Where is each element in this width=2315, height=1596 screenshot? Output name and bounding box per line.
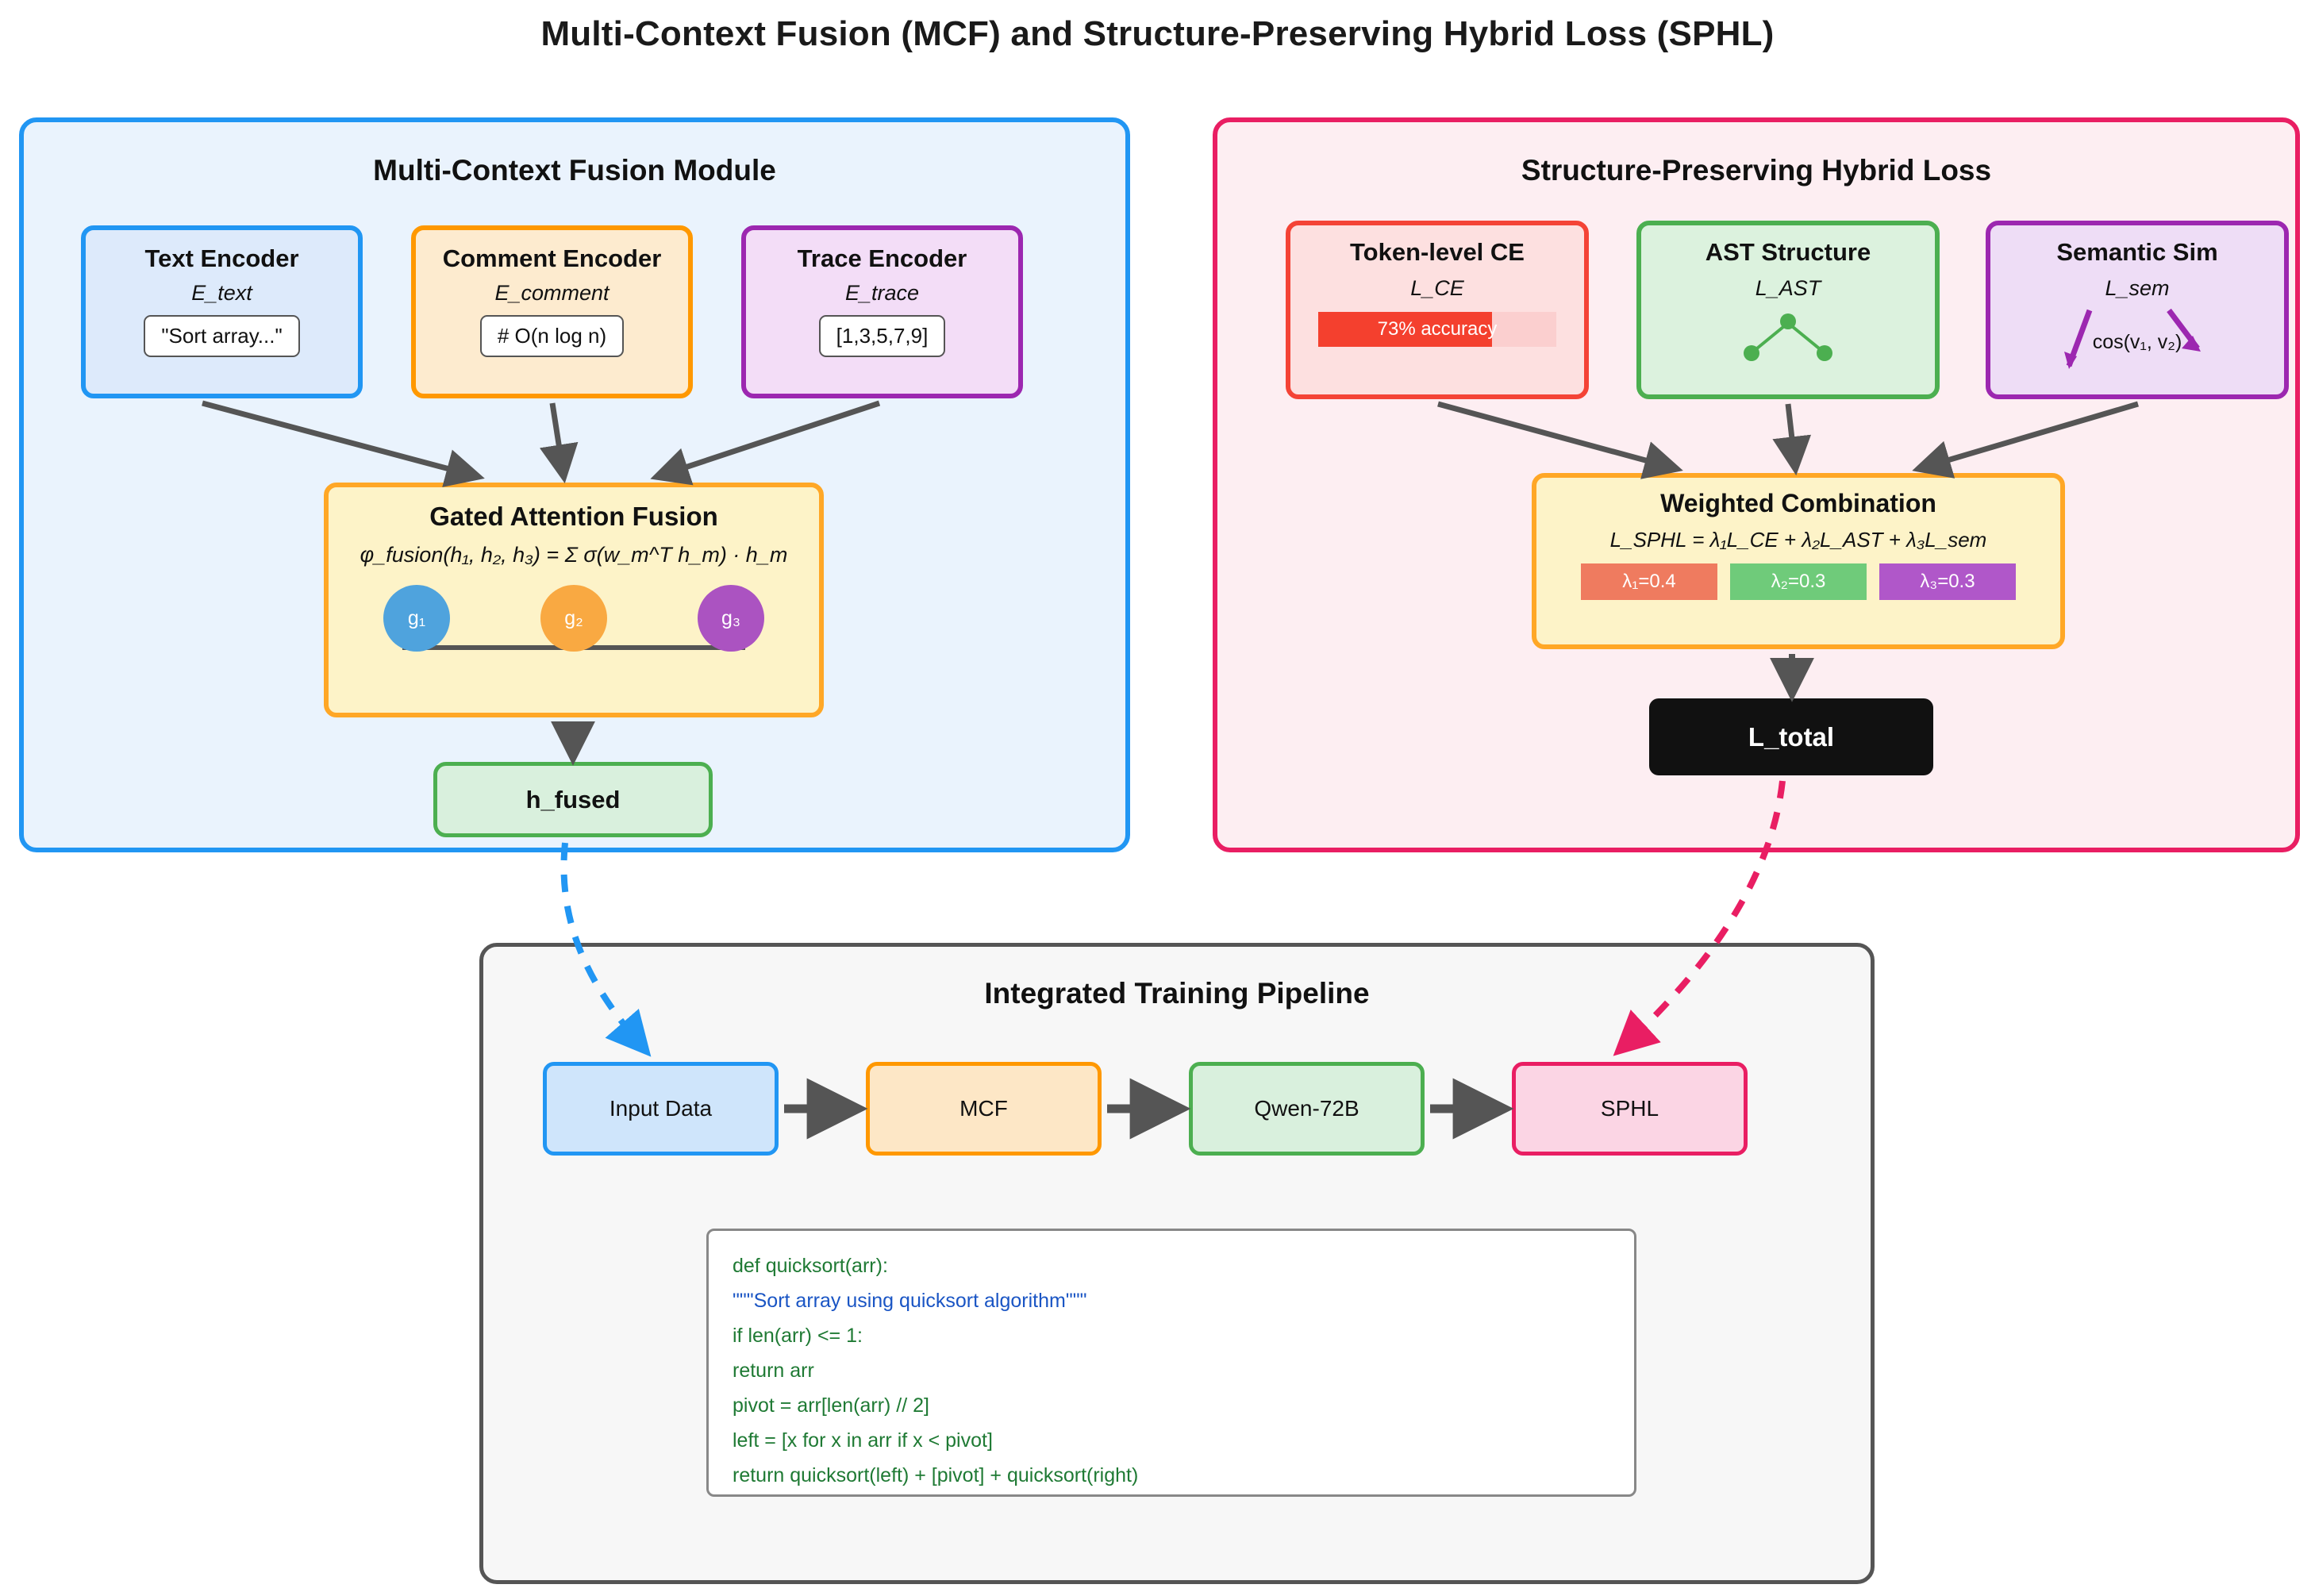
pipeline-title: Integrated Training Pipeline xyxy=(984,977,1370,1010)
trace-encoder-symbol: E_trace xyxy=(844,281,920,305)
node-ast-structure[interactable]: AST Structure L_AST xyxy=(1636,221,1940,399)
sem-symbol: L_sem xyxy=(2105,276,2170,300)
trace-encoder-sample: [1,3,5,7,9] xyxy=(818,315,946,357)
pipeline-stage-qwen-72b[interactable]: Qwen-72B xyxy=(1189,1062,1425,1156)
lambda-2-badge: λ₂=0.3 xyxy=(1730,563,1867,600)
gate-g1: g₁ xyxy=(383,585,450,652)
ast-symbol: L_AST xyxy=(1755,276,1821,300)
gate-g3: g₃ xyxy=(698,585,764,652)
code-line: pivot = arr[len(arr) // 2] xyxy=(733,1394,929,1417)
mcf-panel-title: Multi-Context Fusion Module xyxy=(373,154,776,187)
node-text-encoder[interactable]: Text Encoder E_text "Sort array..." xyxy=(81,225,363,398)
cosine-label: cos(v₁, v₂) xyxy=(2092,331,2182,353)
comment-encoder-symbol: E_comment xyxy=(494,281,610,305)
code-sample-block: def quicksort(arr): """Sort array using q… xyxy=(706,1229,1636,1497)
lambda-3-badge: λ₃=0.3 xyxy=(1879,563,2016,600)
pipeline-stage-input-data[interactable]: Input Data xyxy=(543,1062,779,1156)
ast-name: AST Structure xyxy=(1705,238,1871,266)
accuracy-bar-fill xyxy=(1318,312,1492,347)
text-encoder-symbol: E_text xyxy=(191,281,252,305)
sphl-panel-title: Structure-Preserving Hybrid Loss xyxy=(1521,154,1992,187)
code-line: left = [x for x in arr if x < pivot] xyxy=(733,1429,993,1452)
h-fused-label: h_fused xyxy=(525,785,621,813)
node-l-total[interactable]: L_total xyxy=(1649,698,1933,775)
token-ce-name: Token-level CE xyxy=(1350,238,1525,266)
semantic-vectors-graphic: cos(v₁, v₂) xyxy=(2042,304,2232,372)
weighted-combination-title: Weighted Combination xyxy=(1660,489,1936,517)
l-total-label: L_total xyxy=(1748,721,1835,752)
text-encoder-name: Text Encoder xyxy=(144,244,299,272)
pipeline-stage-sphl[interactable]: SPHL xyxy=(1512,1062,1748,1156)
node-gated-attention-fusion[interactable]: Gated Attention Fusion φ_fusion(h₁, h₂, … xyxy=(324,483,824,717)
gate-g2: g₂ xyxy=(540,585,607,652)
code-line: return arr xyxy=(733,1359,814,1382)
vector-arrows-icon xyxy=(2064,308,2201,369)
code-line: def quicksort(arr): xyxy=(733,1255,888,1277)
comment-encoder-sample: # O(n log n) xyxy=(479,315,625,357)
sem-name: Semantic Sim xyxy=(2056,238,2218,266)
pipeline-stage-mcf[interactable]: MCF xyxy=(866,1062,1102,1156)
text-encoder-sample: "Sort array..." xyxy=(144,315,300,357)
trace-encoder-name: Trace Encoder xyxy=(797,244,967,272)
fusion-gates: g₁ g₂ g₃ xyxy=(383,585,764,653)
code-line: """Sort array using quicksort algorithm"… xyxy=(733,1290,1087,1312)
lambda-1-badge: λ₁=0.4 xyxy=(1581,563,1717,600)
page-title: Multi-Context Fusion (MCF) and Structure… xyxy=(540,14,1775,53)
code-line: return quicksort(left) + [pivot] + quick… xyxy=(733,1464,1139,1486)
code-line: if len(arr) <= 1: xyxy=(733,1325,863,1347)
lambda-weights: λ₁=0.4 λ₂=0.3 λ₃=0.3 xyxy=(1581,563,2016,600)
node-weighted-combination[interactable]: Weighted Combination L_SPHL = λ₁L_CE + λ… xyxy=(1532,473,2065,649)
token-ce-symbol: L_CE xyxy=(1410,276,1464,300)
node-semantic-sim[interactable]: Semantic Sim L_sem cos(v₁, v₂) xyxy=(1986,221,2289,399)
node-token-level-ce[interactable]: Token-level CE L_CE 73% accuracy xyxy=(1286,221,1589,399)
accuracy-bar: 73% accuracy xyxy=(1318,312,1556,347)
accuracy-bar-label: 73% accuracy xyxy=(1377,318,1498,340)
node-h-fused[interactable]: h_fused xyxy=(433,762,713,837)
comment-encoder-name: Comment Encoder xyxy=(442,244,662,272)
node-trace-encoder[interactable]: Trace Encoder E_trace [1,3,5,7,9] xyxy=(741,225,1023,398)
fusion-title: Gated Attention Fusion xyxy=(429,502,718,531)
node-comment-encoder[interactable]: Comment Encoder E_comment # O(n log n) xyxy=(411,225,693,398)
ast-tree-icon xyxy=(1744,313,1832,361)
sphl-formula: L_SPHL = λ₁L_CE + λ₂L_AST + λ₃L_sem xyxy=(1609,528,1987,552)
fusion-formula: φ_fusion(h₁, h₂, h₃) = Σ σ(w_m^T h_m) · … xyxy=(360,543,788,567)
